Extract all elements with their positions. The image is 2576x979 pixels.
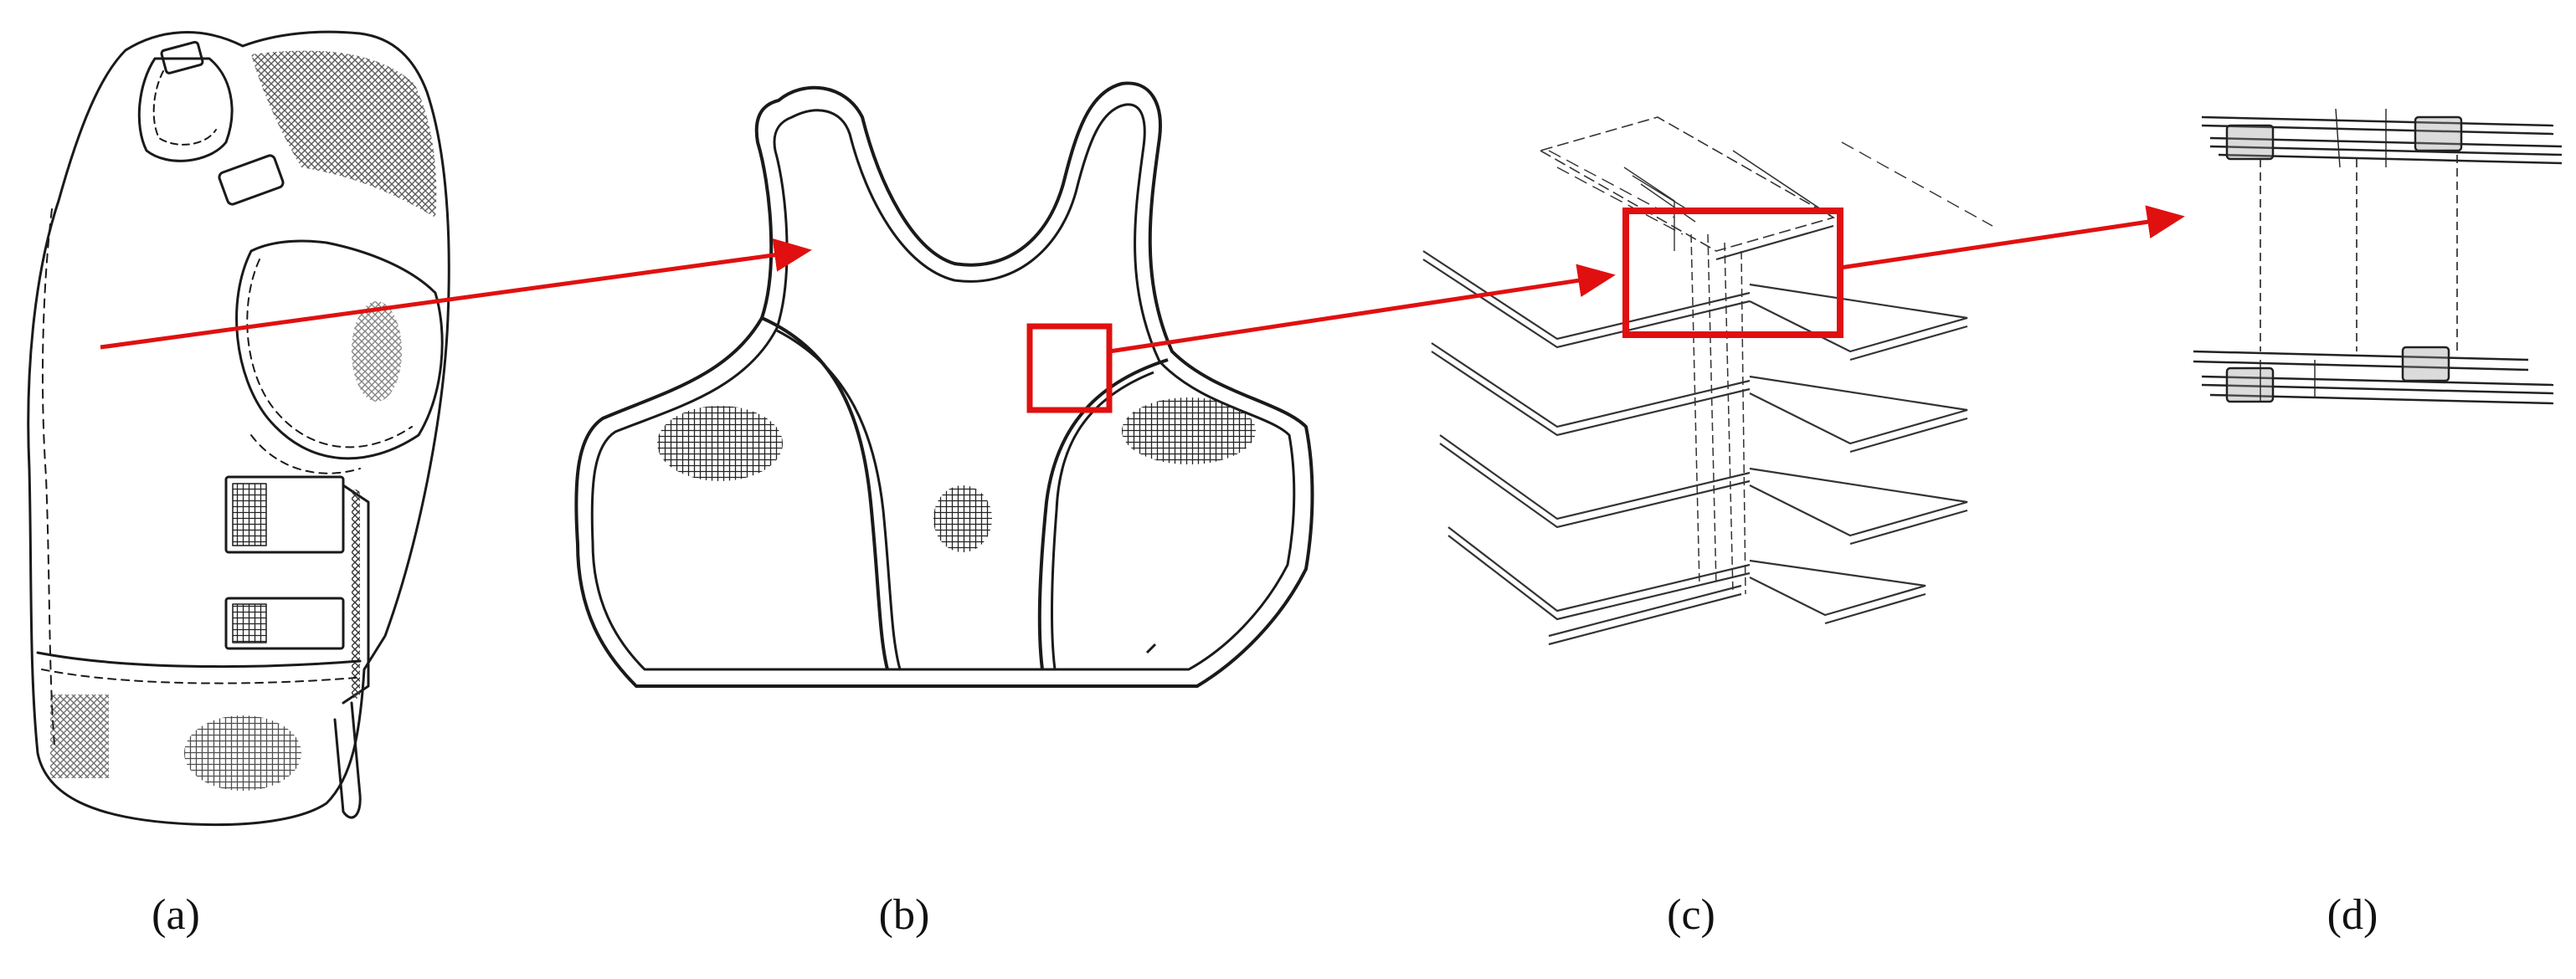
arrow-b-to-c <box>1108 264 1616 354</box>
arrow-c-to-d <box>1839 205 2185 270</box>
panel-d-stitched-section-drawing <box>2193 108 2563 405</box>
panel-label-b: (b) <box>878 891 930 939</box>
panel-c-layered-plates-drawing <box>1422 116 1993 646</box>
panel-label-a: (a) <box>152 891 200 939</box>
panel-b-front-panel-drawing <box>574 81 1314 688</box>
panel-a-vest-drawing <box>27 30 450 827</box>
detail-highlights <box>100 205 2185 413</box>
highlight-box-c <box>1622 208 1843 338</box>
arrow-a-to-b <box>100 238 812 350</box>
panel-label-c: (c) <box>1667 891 1715 939</box>
highlight-box-b <box>1026 323 1113 413</box>
panel-label-d: (d) <box>2327 891 2378 939</box>
